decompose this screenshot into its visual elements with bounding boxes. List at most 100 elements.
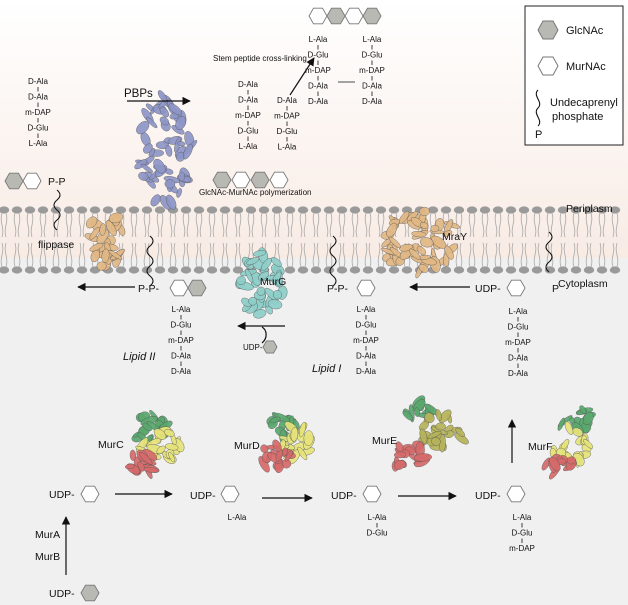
lipid-ii-undecaprenyl-chain [146, 235, 154, 287]
lipid-tail [0, 212, 8, 238]
lipid-head [219, 266, 231, 274]
lipid-head [206, 266, 218, 274]
lipid-head [336, 266, 348, 274]
murnac-hexagon [506, 279, 526, 297]
lipid-i-label: Lipid I [312, 363, 341, 375]
murnac-hexagon [231, 171, 251, 189]
mure-protein-red [391, 440, 432, 472]
peptide-residue: m-DAP [305, 66, 331, 75]
murc-label: MurC [98, 439, 124, 451]
lipid-tail [286, 242, 294, 268]
peptide-residue: D-Glu [171, 321, 192, 330]
murnac-hexagon [344, 7, 364, 25]
peptide-residue: D-Ala [28, 93, 49, 102]
undecaprenyl-legend-label-2: phosphate [552, 111, 603, 123]
glcnac-legend-hexagon [537, 20, 559, 40]
legend-box: GlcNAc MurNAc Undecaprenyl phosphate P [524, 5, 624, 146]
lipid-tail [468, 242, 476, 268]
murnac-hexagon [220, 485, 240, 503]
lipid-head [466, 266, 478, 274]
lipid-head [505, 266, 517, 274]
lipid-head [349, 266, 361, 274]
glcnac-legend-label: GlcNAc [566, 25, 604, 37]
murnac-hexagon [269, 171, 289, 189]
lipid-head [11, 206, 23, 214]
lipid-head [245, 206, 257, 214]
lipid-head [518, 206, 530, 214]
murd-protein-red [258, 439, 296, 474]
undecaprenyl-p-label: P [552, 283, 559, 295]
lipid-head [596, 266, 608, 274]
lipid-head [349, 206, 361, 214]
crosslink-label: Stem peptide cross-linking [213, 54, 307, 63]
lipid-tail [325, 212, 333, 238]
periplasm-background [0, 0, 628, 260]
lipid-head [401, 206, 413, 214]
lipid-tail [481, 212, 489, 238]
lipid-tail [559, 242, 567, 268]
lipid-head [37, 266, 49, 274]
lipid-head [258, 206, 270, 214]
lipid-head [375, 266, 387, 274]
lipid-head [479, 266, 491, 274]
lipid-head [115, 206, 127, 214]
udp-mure-product-prefix: UDP- [475, 490, 501, 502]
lipid-tail [559, 212, 567, 238]
lipid-head [609, 206, 621, 214]
glcnac-hexagon [362, 7, 382, 25]
molecular-components: D-AlaD-Alam-DAPD-GluL-AlaP-PD-AlaD-Alam-… [4, 7, 559, 602]
murg-label: MurG [260, 276, 286, 288]
lipid-head [323, 266, 335, 274]
murnac-hexagon [22, 172, 42, 190]
lipid-tail [364, 242, 372, 268]
lipid-tail [299, 212, 307, 238]
lipid-head [284, 206, 296, 214]
lipid-head [310, 266, 322, 274]
lipid-head [297, 206, 309, 214]
lipid-tail [533, 242, 541, 268]
lipid-head [453, 206, 465, 214]
murf-label: MurF [528, 441, 553, 453]
peptide-residue: D-Glu [508, 323, 529, 332]
lipid-head [63, 266, 75, 274]
lipid-head [479, 206, 491, 214]
lipid-tail [312, 212, 320, 238]
lipid-head [0, 206, 10, 214]
glcnac-hexagon [80, 584, 100, 602]
lipid-tail [234, 212, 242, 238]
lipid-head [219, 206, 231, 214]
lipid-tail [169, 242, 177, 268]
murc-protein-yellow [135, 426, 185, 464]
lipid-head [336, 206, 348, 214]
peptide-residue: m-DAP [509, 544, 535, 553]
lipid-head [531, 266, 543, 274]
lipid-i-undecaprenyl-chain [329, 235, 337, 287]
peptide-residue: D-Glu [362, 51, 383, 60]
lipid-tail [130, 242, 138, 268]
peptide-residue: D-Ala [356, 367, 377, 376]
peptide-residue: D-Ala [238, 96, 259, 105]
lipid-tail [195, 242, 203, 268]
lipid-head [557, 206, 569, 214]
glcnac-hexagon [187, 279, 207, 297]
lipid-head [609, 266, 621, 274]
lipid-tail [26, 212, 34, 238]
lipid-head [440, 266, 452, 274]
murf-protein-green [557, 405, 596, 437]
periplasm-pp-label: P-P [48, 176, 66, 188]
lipid-head [180, 266, 192, 274]
lipid-head [440, 206, 452, 214]
lipid-tail [273, 212, 281, 238]
lipid-head [323, 206, 335, 214]
peptide-residue: D-Glu [238, 127, 259, 136]
lipid-tail [39, 212, 47, 238]
peptide-residue: D-Glu [277, 127, 298, 136]
peptide-residue: D-Ala [171, 367, 192, 376]
lipid-head [518, 266, 530, 274]
flippase-protein [84, 212, 126, 272]
lipid-head [466, 206, 478, 214]
lipid-head [271, 206, 283, 214]
